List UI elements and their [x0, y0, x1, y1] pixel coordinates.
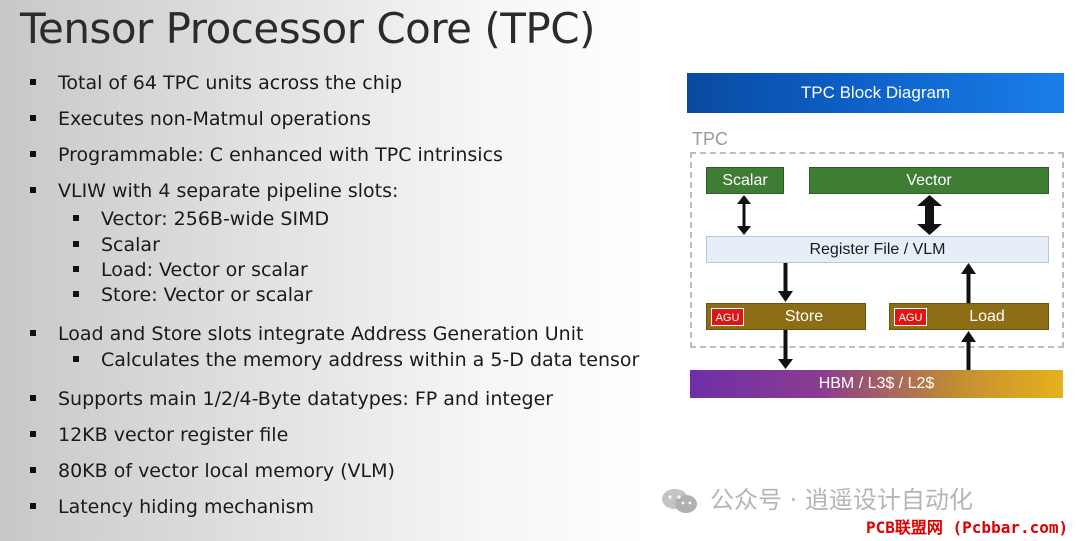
load-block: AGU Load: [889, 303, 1049, 330]
sub-bullet-item: Vector: 256B-wide SIMD: [73, 208, 329, 230]
regfile-store-arrow: [778, 263, 793, 302]
diagram-header: TPC Block Diagram: [687, 73, 1064, 113]
bullet-text: 12KB vector register file: [58, 424, 289, 446]
watermark: 公众号 · 逍遥设计自动化: [660, 480, 973, 515]
page-title: Tensor Processor Core (TPC): [20, 4, 595, 53]
bullet-item: Latency hiding mechanism: [30, 496, 314, 518]
bullet-text: Vector: 256B-wide SIMD: [101, 208, 330, 230]
store-memory-arrow: [778, 330, 793, 369]
load-regfile-arrow: [961, 263, 976, 303]
bullet-text: Total of 64 TPC units across the chip: [58, 72, 403, 94]
bullet-marker: [30, 394, 36, 401]
bullet-text: Calculates the memory address within a 5…: [101, 349, 640, 371]
bullet-marker: [73, 214, 79, 221]
wechat-icon: [662, 489, 697, 513]
bullet-marker: [73, 355, 79, 362]
agu-badge: AGU: [894, 308, 927, 326]
watermark-text: 公众号 · 逍遥设计自动化: [710, 486, 973, 514]
bullet-text: Latency hiding mechanism: [58, 496, 314, 518]
vector-block: Vector: [809, 167, 1049, 194]
bullet-item: Supports main 1/2/4-Byte datatypes: FP a…: [30, 388, 553, 410]
tpc-block-diagram: TPC Block Diagram TPC Scalar Vector Regi…: [687, 73, 1065, 403]
load-label: Load: [969, 308, 1005, 325]
sub-bullet-item: Load: Vector or scalar: [73, 259, 308, 281]
bullet-item: Total of 64 TPC units across the chip: [30, 72, 402, 94]
bullet-marker: [30, 186, 36, 193]
tpc-boundary: [690, 152, 1064, 348]
register-file-block: Register File / VLM: [706, 236, 1049, 263]
bullet-item: Executes non-Matmul operations: [30, 108, 371, 130]
site-watermark: PCB联盟网 (Pcbbar.com): [866, 518, 1069, 537]
bullet-text: Supports main 1/2/4-Byte datatypes: FP a…: [58, 388, 554, 410]
data-flow-arrows: [737, 195, 976, 370]
vector-regfile-arrow: [917, 195, 942, 235]
store-block: AGU Store: [706, 303, 866, 330]
sub-bullet-item: Calculates the memory address within a 5…: [73, 349, 639, 371]
bullet-marker: [73, 290, 79, 297]
tpc-label: TPC: [692, 129, 728, 149]
bullet-marker: [30, 78, 36, 85]
memory-bar: HBM / L3$ / L2$: [690, 370, 1063, 398]
bullet-text: Store: Vector or scalar: [101, 284, 313, 306]
bullet-marker: [73, 240, 79, 247]
bullet-marker: [30, 466, 36, 473]
bullet-marker: [30, 114, 36, 121]
bullet-text: Scalar: [101, 234, 160, 256]
bullet-marker: [73, 265, 79, 272]
bullet-text: 80KB of vector local memory (VLM): [58, 460, 395, 482]
bullet-text: Programmable: C enhanced with TPC intrin…: [58, 144, 503, 166]
bullet-marker: [30, 502, 36, 509]
bullet-text: Load and Store slots integrate Address G…: [58, 323, 584, 345]
bullet-item: 80KB of vector local memory (VLM): [30, 460, 395, 482]
bullet-text: VLIW with 4 separate pipeline slots:: [58, 180, 399, 202]
agu-badge: AGU: [711, 308, 744, 326]
scalar-block: Scalar: [706, 167, 784, 194]
bullet-item: VLIW with 4 separate pipeline slots:: [30, 180, 398, 202]
bullet-item: 12KB vector register file: [30, 424, 288, 446]
bullet-text: Load: Vector or scalar: [101, 259, 308, 281]
memory-load-arrow: [961, 331, 976, 370]
scalar-regfile-arrow: [737, 195, 751, 235]
bullet-item: Load and Store slots integrate Address G…: [30, 323, 583, 345]
sub-bullet-item: Store: Vector or scalar: [73, 284, 312, 306]
sub-bullet-item: Scalar: [73, 234, 160, 256]
bullet-marker: [30, 150, 36, 157]
bullet-text: Executes non-Matmul operations: [58, 108, 371, 130]
bullet-marker: [30, 329, 36, 336]
bullet-marker: [30, 430, 36, 437]
bullet-item: Programmable: C enhanced with TPC intrin…: [30, 144, 503, 166]
store-label: Store: [784, 308, 824, 325]
